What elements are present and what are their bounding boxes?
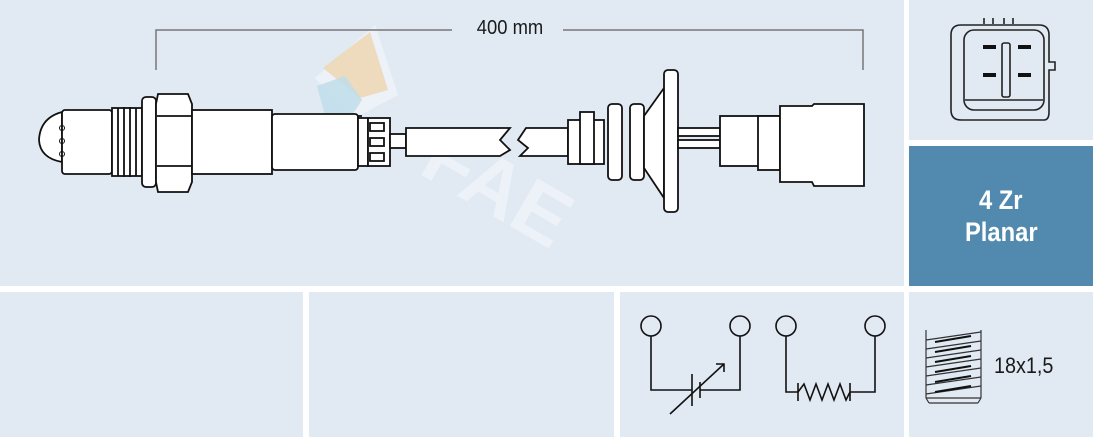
tech-line-2: Planar <box>964 217 1038 247</box>
sensor-body <box>38 69 865 213</box>
sensor-technology-badge: 4 Zr Planar <box>909 146 1093 286</box>
thread-spec-panel <box>909 292 1093 437</box>
thread-icon <box>925 330 982 404</box>
cable-length-label: 400 mm <box>459 17 561 40</box>
heater-resistor-icon <box>775 315 886 403</box>
dimension-line <box>155 29 864 70</box>
variable-capacitor-icon <box>640 315 751 415</box>
info-panel-empty-2 <box>309 292 614 437</box>
tech-line-1: 4 Zr <box>979 185 1023 215</box>
sensor-drawing-panel: FAE <box>0 0 904 286</box>
connector-pins <box>983 45 1031 77</box>
circuit-diagram-panel <box>620 292 904 437</box>
connector-panel <box>909 0 1093 140</box>
thread-size-label: 18x1,5 <box>994 353 1054 378</box>
sensor-drawing: FAE <box>38 25 865 265</box>
info-panel-empty-1 <box>0 292 303 437</box>
4-pin-connector-icon <box>950 18 1056 121</box>
